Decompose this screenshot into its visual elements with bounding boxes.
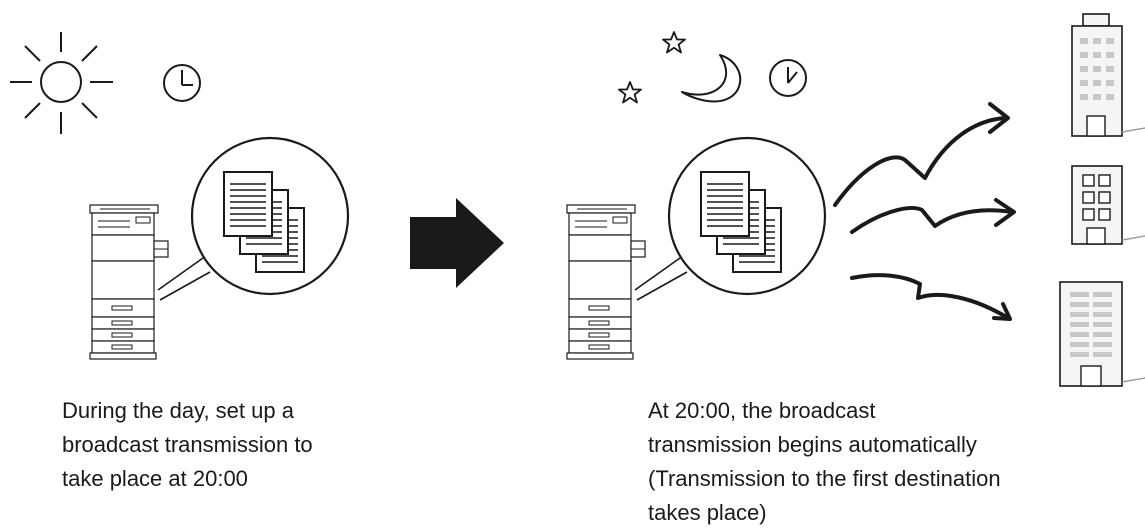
printer-icon <box>89 204 169 360</box>
clock-icon <box>769 59 807 97</box>
sun-icon <box>10 32 113 134</box>
night-caption: At 20:00, the broadcast transmission beg… <box>648 394 1001 530</box>
lightning-arrow-icon <box>850 198 1016 234</box>
speech-bubble <box>634 136 827 301</box>
star-icon <box>662 31 686 54</box>
caption-line: broadcast transmission to <box>62 432 313 457</box>
printer-icon <box>566 204 646 360</box>
moon-icon <box>681 54 742 103</box>
day-caption: During the day, set up a broadcast trans… <box>62 394 313 496</box>
arrow-right-icon <box>410 198 504 288</box>
lightning-arrow-icon <box>850 273 1012 321</box>
clock-icon <box>163 64 201 102</box>
apartment-building-icon <box>1059 281 1145 387</box>
caption-line: transmission begins automatically <box>648 432 977 457</box>
caption-line: At 20:00, the broadcast <box>648 398 876 423</box>
tall-building-icon <box>1071 13 1145 137</box>
caption-line: takes place) <box>648 500 767 525</box>
caption-line: During the day, set up a <box>62 398 294 423</box>
speech-bubble <box>157 136 350 301</box>
star-icon <box>618 81 642 104</box>
lightning-arrow-icon <box>833 102 1010 207</box>
office-building-icon <box>1071 165 1145 245</box>
caption-line: (Transmission to the first destination <box>648 466 1001 491</box>
caption-line: take place at 20:00 <box>62 466 248 491</box>
